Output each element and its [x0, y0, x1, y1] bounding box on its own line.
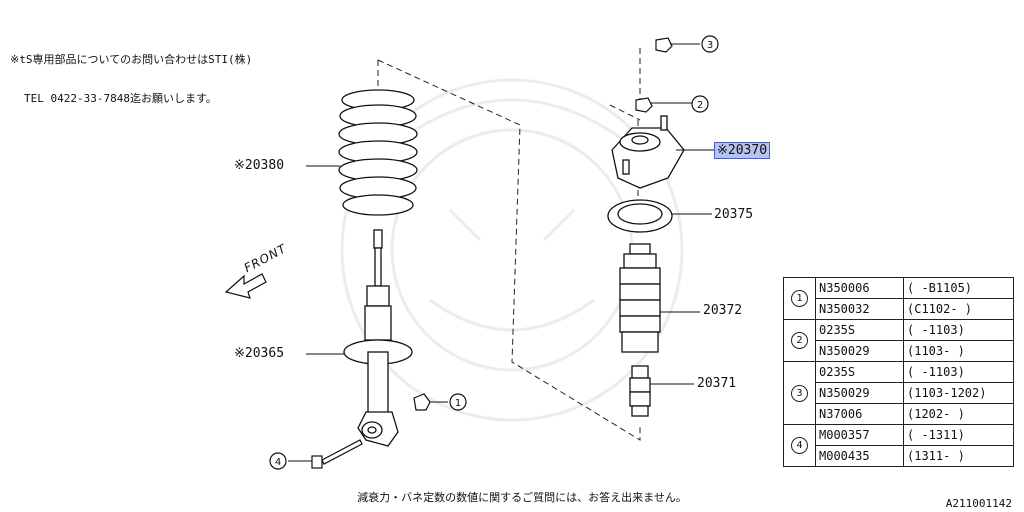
table-row[interactable]: N350032 (C1102- ): [784, 298, 1014, 320]
footer-note: 減衰力・バネ定数の数値に関するご質問には、お答え出来ません。: [357, 491, 687, 504]
bump-stopper: [629, 365, 651, 417]
table-range: ( -1103): [903, 361, 1014, 383]
nut-1: [413, 393, 431, 411]
table-row[interactable]: 3 0235S ( -1103): [783, 361, 1014, 425]
callout-1: 1: [455, 398, 461, 409]
dust-boot: [619, 243, 661, 353]
callout-3: 3: [707, 40, 713, 51]
table-row[interactable]: N37006 (1202- ): [784, 403, 1014, 425]
callout-circles: [269, 35, 719, 470]
part-number-table: 1 N350006 ( -B1105) N350032 (C1102- ) 2 …: [783, 277, 1014, 467]
diagram-reference-code: A211001142: [945, 497, 1012, 510]
table-range: (1103- ): [903, 340, 1014, 362]
table-range: ( -1311): [903, 424, 1014, 446]
part-label-mount[interactable]: ※20370: [714, 142, 771, 159]
table-row[interactable]: M000435 (1311- ): [784, 445, 1014, 467]
table-key-cell: 4: [783, 424, 816, 467]
nut-2: [635, 97, 653, 113]
table-part-number[interactable]: 0235S: [815, 319, 904, 341]
callout-4: 4: [275, 457, 281, 468]
table-key-3: 3: [791, 384, 808, 402]
top-mount: [611, 115, 685, 189]
shock-absorber: [343, 229, 413, 447]
table-part-number[interactable]: N350032: [815, 298, 904, 320]
table-part-number[interactable]: N350029: [815, 340, 904, 362]
table-row[interactable]: N350029 (1103- ): [784, 340, 1014, 362]
table-key-cell: 1: [783, 277, 816, 320]
spring-seat: [607, 199, 673, 233]
table-range: (1311- ): [903, 445, 1014, 467]
part-label-bumper[interactable]: 20371: [697, 376, 737, 391]
notice-line-2: TEL 0422-33-7848迄お願いします。: [24, 92, 217, 105]
table-row[interactable]: 4 M000357 ( -1311): [783, 424, 1014, 467]
table-key-cell: 2: [783, 319, 816, 362]
table-row[interactable]: N350029 (1103-1202): [784, 382, 1014, 404]
assembly-guide-lines: [377, 48, 641, 441]
table-key-1: 1: [791, 290, 808, 307]
table-range: ( -1103): [903, 319, 1014, 341]
table-part-number[interactable]: N37006: [815, 403, 904, 425]
watermark: [340, 78, 684, 422]
front-arrow-icon: [224, 273, 267, 299]
table-range: (1202- ): [903, 403, 1014, 425]
table-key-4: 4: [791, 437, 808, 454]
table-range: ( -B1105): [903, 277, 1014, 299]
table-part-number[interactable]: M000357: [815, 424, 904, 446]
nut-3: [655, 37, 673, 53]
contact-notice: ※tS専用部品についてのお問い合わせはSTI(株) TEL 0422-33-78…: [10, 27, 252, 118]
table-part-number[interactable]: N350029: [815, 382, 904, 404]
part-label-boot[interactable]: 20372: [703, 303, 743, 318]
table-key-2: 2: [791, 332, 808, 349]
table-row[interactable]: 1 N350006 ( -B1105): [783, 277, 1014, 320]
part-label-seat[interactable]: 20375: [714, 207, 754, 222]
part-label-shock[interactable]: ※20365: [234, 346, 285, 361]
callout-2: 2: [697, 100, 703, 111]
table-range: (1103-1202): [903, 382, 1014, 404]
table-part-number[interactable]: M000435: [815, 445, 904, 467]
table-part-number[interactable]: N350006: [815, 277, 904, 299]
table-key-cell: 3: [783, 361, 816, 425]
notice-line-1: ※tS専用部品についてのお問い合わせはSTI(株): [10, 53, 253, 66]
part-label-spring[interactable]: ※20380: [234, 158, 285, 173]
table-part-number[interactable]: 0235S: [815, 361, 904, 383]
table-range: (C1102- ): [903, 298, 1014, 320]
leader-lines: [288, 43, 714, 462]
bolt-4: [311, 439, 363, 469]
coil-spring: [338, 89, 418, 216]
table-row[interactable]: 2 0235S ( -1103): [783, 319, 1014, 362]
